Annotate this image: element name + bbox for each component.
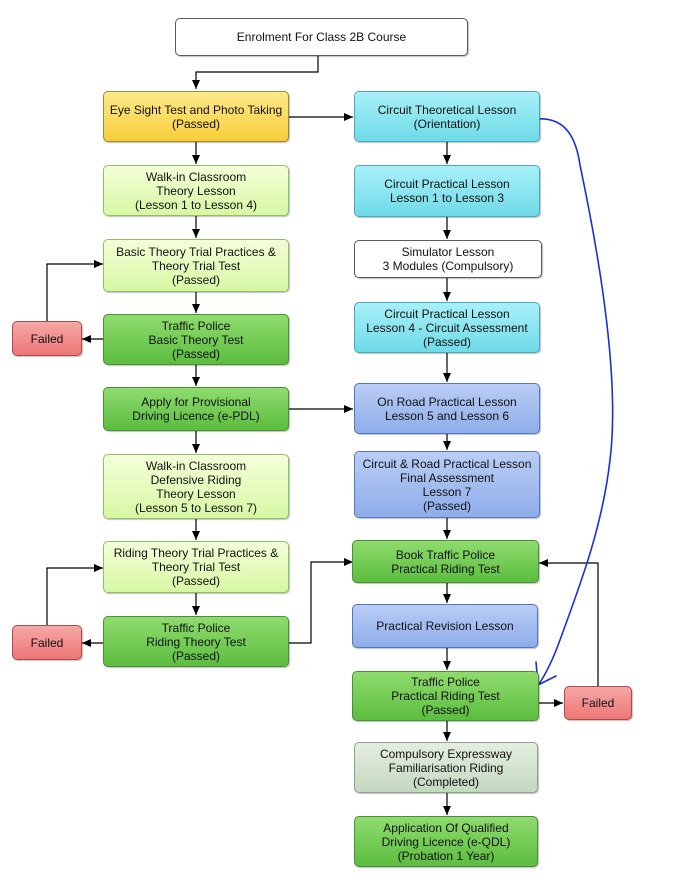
edge-failed-2-loop-back [46, 564, 103, 625]
node-text-line: Book Traffic Police [395, 547, 496, 562]
node-text-line: Lesson 7 [422, 484, 472, 499]
node-text-line: Failed [30, 331, 64, 346]
node-text-line: Traffic Police [161, 318, 231, 333]
node-text-line: Riding Theory Test [146, 634, 246, 649]
node-text-line: On Road Practical Lesson [377, 394, 517, 409]
node-text-line: (Passed) [422, 498, 472, 513]
handdrawn-annotation-line [527, 118, 614, 685]
node-text-line: Enrolment For Class 2B Course [236, 30, 407, 44]
node-text-line: Final Assessment [399, 470, 495, 485]
node-text-line: Practical Riding Test [391, 561, 500, 576]
node-text-line: Failed [30, 635, 64, 650]
node-text-line: 3 Modules (Compulsory) [382, 259, 514, 273]
edge-enrolment-to-eyesight [192, 56, 319, 89]
node-text-line: Theory Trial Test [151, 560, 241, 574]
node-text-line: Circuit Practical Lesson [384, 177, 510, 191]
node-text-line: Traffic Police [411, 675, 480, 689]
node-failed-practical-test: Failed [564, 686, 632, 720]
node-text-line: Basic Theory Trial Practices & [116, 244, 276, 259]
node-text-line: (Orientation) [413, 116, 481, 131]
node-text-line: (Passed) [422, 334, 472, 349]
node-text-line: Circuit & Road Practical Lesson [362, 456, 532, 471]
node-text-line: Walk-in Classroom [145, 458, 247, 473]
node-text-line: (Lesson 5 to Lesson 7) [134, 500, 258, 515]
node-basic-theory-trial: Basic Theory Trial Practices &Theory Tri… [103, 239, 289, 292]
node-text-line: (Passed) [421, 703, 470, 717]
node-enrolment: Enrolment For Class 2B Course [175, 18, 468, 56]
node-text-line: Theory Trial Test [151, 258, 241, 273]
edge-tp-riding-theory-to-book-test [289, 558, 353, 644]
node-text-line: Walk-in Classroom [145, 169, 247, 184]
node-text-line: Riding Theory Trial Practices & [113, 546, 279, 560]
node-circuit-theoretical-lesson: Circuit Theoretical Lesson(Orientation) [354, 91, 540, 142]
node-text-line: Apply for Provisional [141, 395, 251, 409]
node-text-line: (Passed) [171, 648, 221, 663]
node-text-line: Simulator Lesson [401, 245, 495, 259]
node-practical-revision-lesson: Practical Revision Lesson [352, 604, 538, 648]
node-text-line: Failed [581, 696, 615, 710]
node-text-line: Circuit Practical Lesson [384, 306, 510, 321]
node-text-line: Compulsory Expressway [379, 746, 513, 761]
node-text-line: Defensive Riding [150, 472, 242, 487]
node-text-line: (Passed) [171, 116, 221, 131]
node-text-line: Practical Riding Test [391, 689, 500, 703]
node-text-line: (Completed) [412, 774, 480, 789]
node-text-line: (Probation 1 Year) [397, 848, 495, 863]
node-text-line: Driving Licence (e-PDL) [132, 409, 260, 423]
node-text-line: Eye Sight Test and Photo Taking [109, 102, 283, 117]
edge-failed-1-loop-back [46, 260, 103, 321]
node-failed-riding-theory: Failed [12, 625, 82, 660]
node-text-line: Lesson 1 to Lesson 3 [389, 191, 505, 205]
node-text-line: Theory Lesson [156, 486, 236, 501]
node-riding-theory-trial: Riding Theory Trial Practices &Theory Tr… [103, 541, 289, 593]
node-text-line: (Passed) [171, 346, 221, 361]
node-text-line: (Passed) [171, 272, 221, 287]
node-text-line: Practical Revision Lesson [376, 619, 514, 633]
edge-failed-3-loop-back [539, 559, 599, 686]
node-text-line: Basic Theory Test [148, 332, 244, 347]
node-text-line: Lesson 4 - Circuit Assessment [366, 320, 528, 335]
node-text-line: (Lesson 1 to Lesson 4) [134, 197, 258, 212]
node-text-line: Driving Licence (e-QDL) [381, 834, 511, 849]
node-text-line: Circuit Theoretical Lesson [377, 102, 517, 117]
node-eyesight-test: Eye Sight Test and Photo Taking(Passed) [103, 91, 289, 142]
node-text-line: (Passed) [171, 574, 221, 588]
node-text-line: Lesson 5 and Lesson 6 [384, 408, 510, 423]
node-text-line: Traffic Police [161, 620, 231, 635]
node-text-line: Application Of Qualified [383, 820, 509, 835]
node-failed-basic-theory: Failed [12, 321, 82, 356]
node-text-line: Theory Lesson [156, 183, 236, 198]
node-text-line: Familiarisation Riding [388, 760, 504, 775]
